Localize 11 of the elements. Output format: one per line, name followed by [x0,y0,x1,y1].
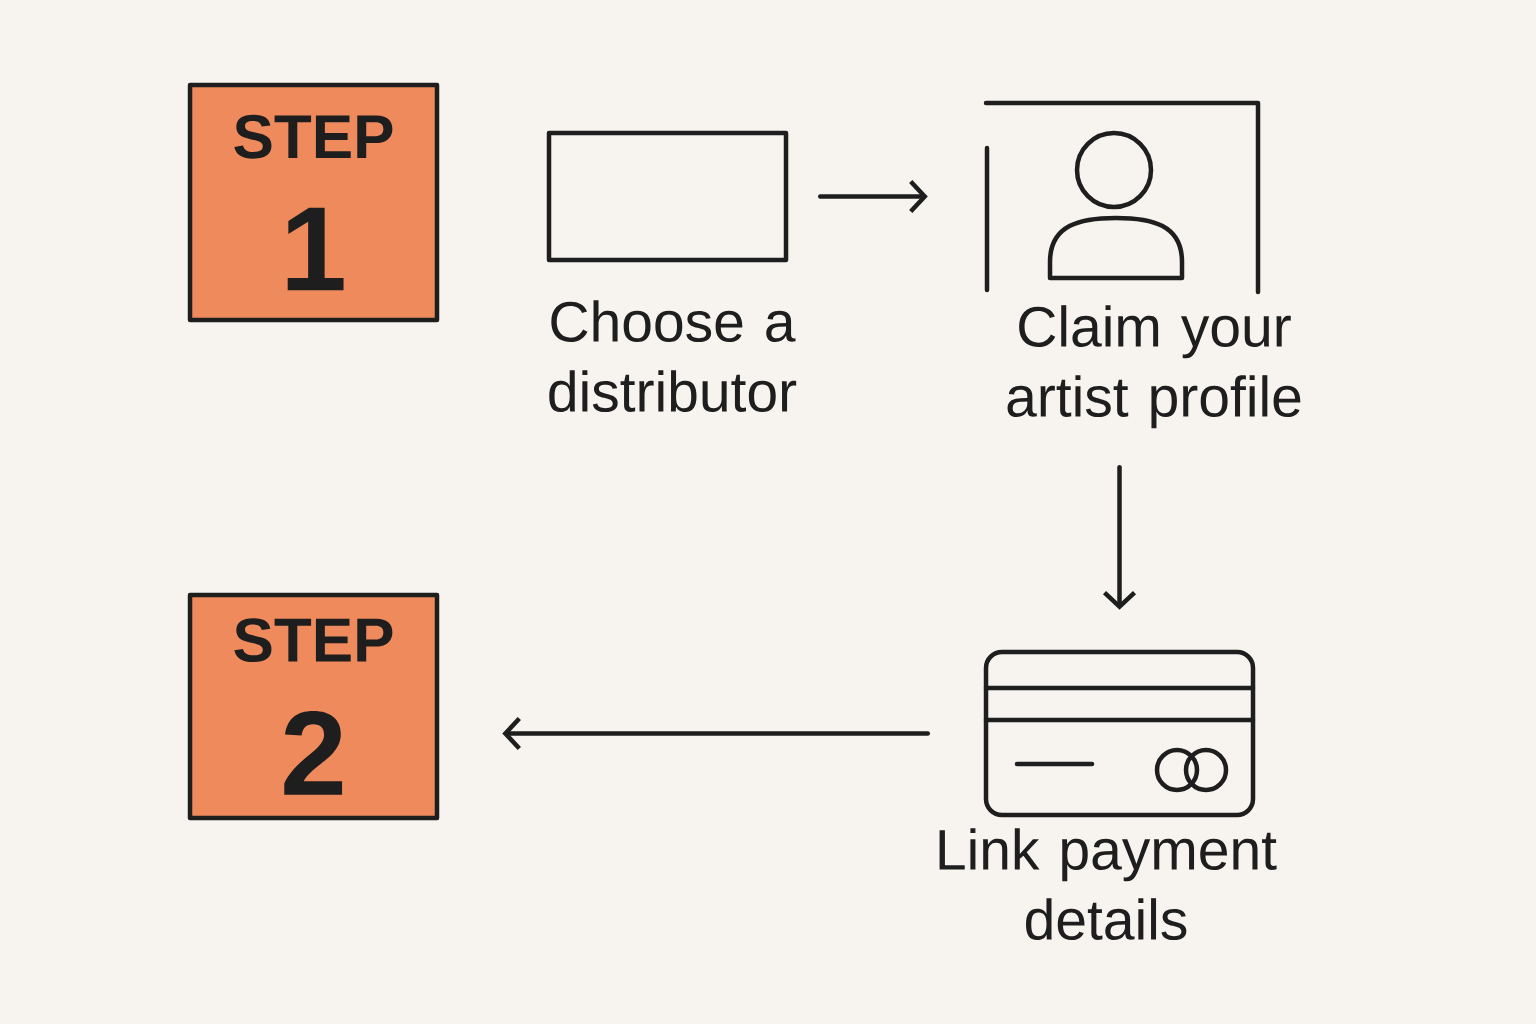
arrow [1102,464,1137,610]
step-badge: STEP 1 [187,82,440,323]
node-label: Link payment details [939,828,1277,941]
credit-card-drawing [983,649,1256,818]
step-badge: STEP 2 [187,592,440,821]
node-label: Choose a distributor [549,300,797,413]
arrow [502,716,930,750]
arrow [818,179,928,213]
node-label: Claim your artist profile [1007,305,1301,429]
profile-frame-drawing [983,100,1261,295]
empty-box [546,130,789,263]
